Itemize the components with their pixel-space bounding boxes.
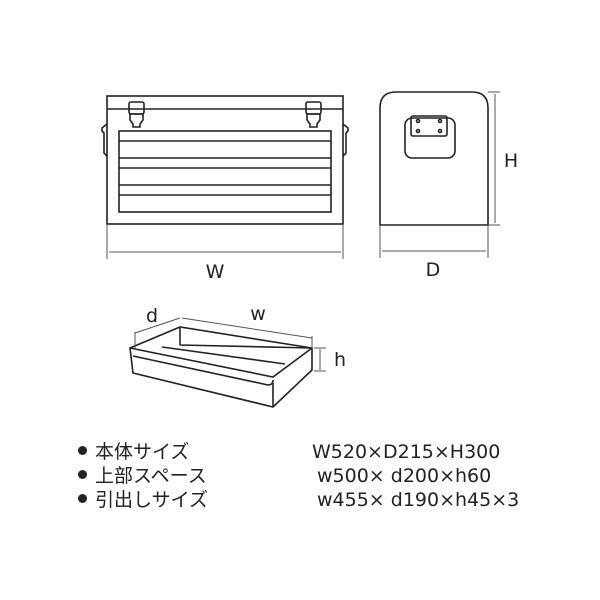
drawer-depth-label: d <box>146 305 158 327</box>
drawer-height-label: h <box>334 349 346 371</box>
side-handle-right-icon <box>342 123 349 157</box>
spec-label: 本体サイズ <box>95 441 190 463</box>
width-label: W <box>206 261 225 283</box>
spec-label: 上部スペース <box>95 465 207 487</box>
spec-body-size: 本体サイズ W520×D215×H300 <box>78 440 500 464</box>
drawer-width-label: w <box>250 303 266 325</box>
spec-value: W520×D215×H300 <box>312 441 501 463</box>
bullet-icon <box>78 470 87 479</box>
side-view <box>379 91 489 226</box>
latch-right-icon <box>305 101 322 128</box>
carry-handle-icon <box>404 117 456 159</box>
dimension-lines <box>106 91 500 372</box>
drawer-view <box>129 326 313 408</box>
spec-top-space: 上部スペース w500× d200×h60 <box>78 464 491 488</box>
side-handle-left-icon <box>101 123 108 157</box>
spec-drawer-size: 引出しサイズ w455× d190×h45×3 <box>78 488 519 512</box>
spec-value: w455× d190×h45×3 <box>317 489 520 511</box>
front-view <box>101 95 349 225</box>
depth-label: D <box>426 259 441 281</box>
height-label: H <box>504 150 518 172</box>
latch-left-icon <box>128 101 145 128</box>
bullet-icon <box>78 494 87 503</box>
spec-value: w500× d200×h60 <box>317 465 492 487</box>
bullet-icon <box>78 446 87 455</box>
spec-label: 引出しサイズ <box>95 489 209 511</box>
